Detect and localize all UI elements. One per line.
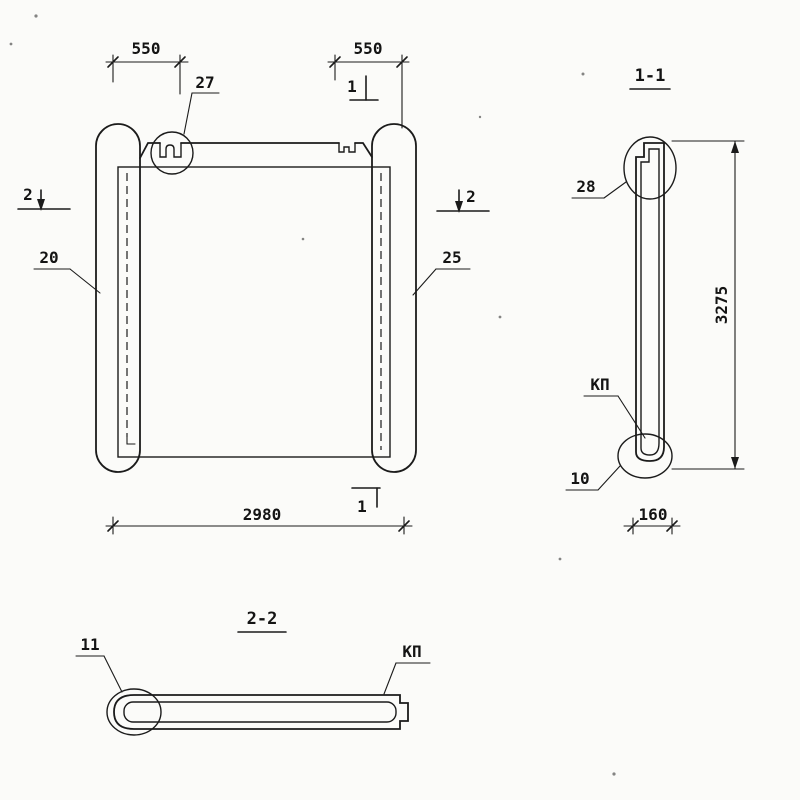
section-1-1-inner: [640, 148, 660, 456]
callout-kp-section1-text: КП: [590, 375, 609, 394]
dim-550-left: 550: [105, 39, 189, 95]
detail-circle-27: [150, 131, 194, 175]
front-top-edge: [139, 142, 161, 159]
callout-20: 20: [33, 248, 101, 294]
callout-25: 25: [412, 248, 471, 296]
section-2-2-outer: [113, 694, 409, 730]
scan-specks: [9, 14, 616, 776]
dim-160: 160: [623, 505, 681, 535]
dim-160-text: 160: [639, 505, 668, 524]
section-mark-2-left-text: 2: [23, 185, 33, 204]
front-view: 550 550 2980 1: [17, 39, 490, 535]
front-top-edge-right: [354, 142, 373, 158]
front-panel-face: [117, 166, 391, 458]
callout-11: 11: [75, 635, 123, 693]
callout-11-text: 11: [80, 635, 99, 654]
dim-550-right-text: 550: [354, 39, 383, 58]
callout-28-text: 28: [576, 177, 595, 196]
section-2-2-title: 2-2: [247, 609, 278, 629]
callout-kp-section2: КП: [383, 642, 431, 695]
callout-20-text: 20: [39, 248, 58, 267]
section-mark-1-bottom: 1: [351, 487, 381, 516]
lifting-notch-right: [338, 142, 356, 153]
section-2-2-view: 2-2 11 КП: [75, 609, 431, 736]
detail-circle-bottom: [617, 433, 673, 479]
section-mark-1-top-text: 1: [347, 77, 357, 96]
dim-550-left-text: 550: [132, 39, 161, 58]
callout-kp-section2-text: КП: [402, 642, 421, 661]
section-1-1-outer: [635, 142, 665, 462]
section-mark-1-top: 1: [347, 75, 379, 101]
detail-circle-top: [623, 136, 677, 200]
detail-circle-left-end: [106, 688, 162, 736]
dim-550-right: 550: [327, 39, 410, 129]
callout-28: 28: [571, 177, 627, 199]
dim-3275: 3275: [671, 140, 745, 470]
dim-2980-text: 2980: [243, 505, 282, 524]
front-right-rib: [371, 123, 417, 473]
callout-25-text: 25: [442, 248, 461, 267]
section-1-1-title: 1-1: [635, 66, 666, 86]
callout-kp-section1: КП: [583, 375, 646, 439]
dim-3275-text: 3275: [712, 286, 731, 325]
callout-10: 10: [565, 465, 621, 491]
section-2-2-inner: [123, 701, 397, 723]
callout-27: 27: [183, 73, 220, 135]
callout-27-text: 27: [195, 73, 214, 92]
front-left-rib: [95, 123, 141, 473]
section-1-1-view: 1-1 28 КП 10: [565, 66, 745, 535]
section-mark-1-bottom-text: 1: [357, 497, 367, 516]
front-hidden-left-foot: [126, 436, 136, 445]
dim-2980: 2980: [105, 505, 413, 535]
section-mark-2-left: 2: [17, 185, 71, 211]
lifting-notch-left: [159, 142, 182, 158]
section-mark-2-right-text: 2: [466, 187, 476, 206]
section-mark-2-right: 2: [436, 187, 490, 213]
callout-10-text: 10: [570, 469, 589, 488]
